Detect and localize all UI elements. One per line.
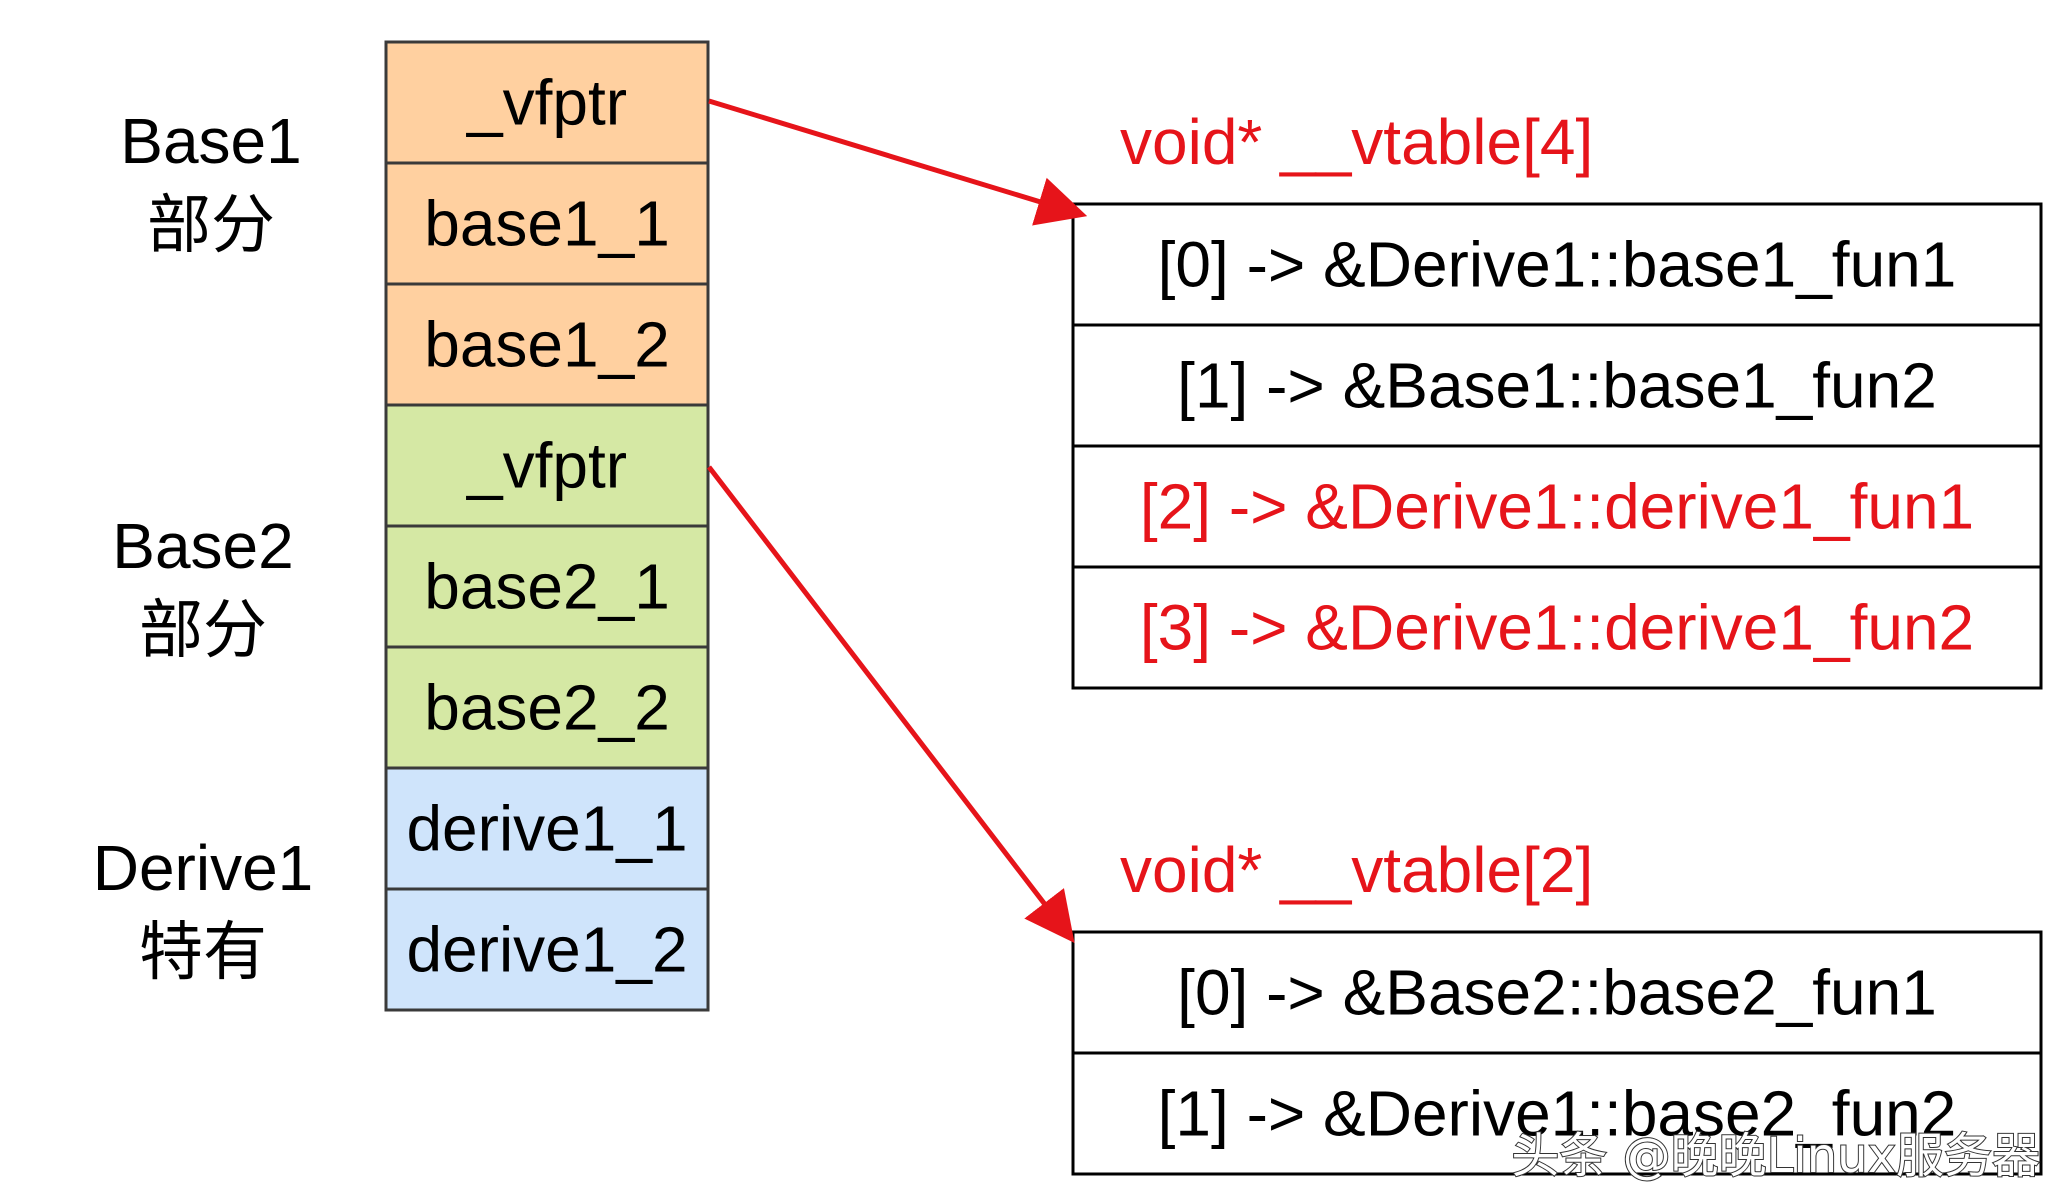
side-label-derive1: Derive1 特有 bbox=[93, 832, 314, 988]
layout-cell-label: _vfptr bbox=[466, 67, 627, 139]
side-label-derive1-line2: 特有 bbox=[139, 916, 267, 988]
vtable1: [0] -> &Derive1::base1_fun1[1] -> &Base1… bbox=[1071, 202, 2043, 690]
vtable-row-label: [0] -> &Base2::base2_fun1 bbox=[1177, 957, 1937, 1029]
vtable-row-label: [2] -> &Derive1::derive1_fun1 bbox=[1140, 471, 1974, 543]
arrow-vfptr2-to-vtable2 bbox=[707, 465, 1075, 943]
side-label-base2-line2: 部分 bbox=[139, 594, 267, 666]
side-label-base2: Base2 部分 bbox=[112, 510, 293, 666]
side-label-base1-line2: 部分 bbox=[147, 189, 275, 261]
vtable2-title: void* __vtable[2] bbox=[1120, 834, 1593, 906]
vtable1-title: void* __vtable[4] bbox=[1120, 106, 1593, 178]
vtable-row bbox=[1071, 1051, 2043, 1176]
vtable-row-label: [3] -> &Derive1::derive1_fun2 bbox=[1140, 592, 1974, 664]
watermark: 头条 @晚晚Linux服务器 bbox=[1511, 1128, 2040, 1184]
vtable-row-label: [0] -> &Derive1::base1_fun1 bbox=[1158, 229, 1957, 301]
side-label-base2-line1: Base2 bbox=[112, 510, 293, 582]
layout-cell-base2 bbox=[384, 403, 710, 528]
side-label-base1-line1: Base1 bbox=[120, 105, 301, 177]
layout-cell-label: base2_2 bbox=[424, 672, 670, 744]
vtable2: [0] -> &Base2::base2_fun1[1] -> &Derive1… bbox=[1071, 930, 2043, 1176]
layout-cell-label: derive1_1 bbox=[406, 793, 687, 865]
layout-cell-base1 bbox=[384, 282, 710, 407]
layout-cell-label: derive1_2 bbox=[406, 914, 687, 986]
vtable-row bbox=[1071, 565, 2043, 690]
layout-cell-label: base1_1 bbox=[424, 188, 670, 260]
object-layout-column: _vfptr base1_1 base1_2 _vfptr base2_1 base2_2… bbox=[384, 40, 710, 1012]
layout-cell-label: base2_1 bbox=[424, 551, 670, 623]
layout-cell-label: base1_2 bbox=[424, 309, 670, 381]
vtable-row-label: [1] -> &Base1::base1_fun2 bbox=[1177, 350, 1937, 422]
layout-cell-base1 bbox=[384, 161, 710, 286]
arrow-vfptr1-to-vtable1 bbox=[708, 98, 1088, 226]
layout-cell-label: _vfptr bbox=[466, 430, 627, 502]
layout-cell-base2 bbox=[384, 645, 710, 770]
vtable-row bbox=[1071, 323, 2043, 448]
side-label-base1: Base1 部分 bbox=[120, 105, 301, 261]
side-label-derive1-line1: Derive1 bbox=[93, 832, 314, 904]
vtable-row-label: [1] -> &Derive1::base2_fun2 bbox=[1158, 1078, 1957, 1150]
vtable-row bbox=[1071, 444, 2043, 569]
layout-cell-base1 bbox=[384, 40, 710, 165]
layout-cell-derive1 bbox=[384, 887, 710, 1012]
